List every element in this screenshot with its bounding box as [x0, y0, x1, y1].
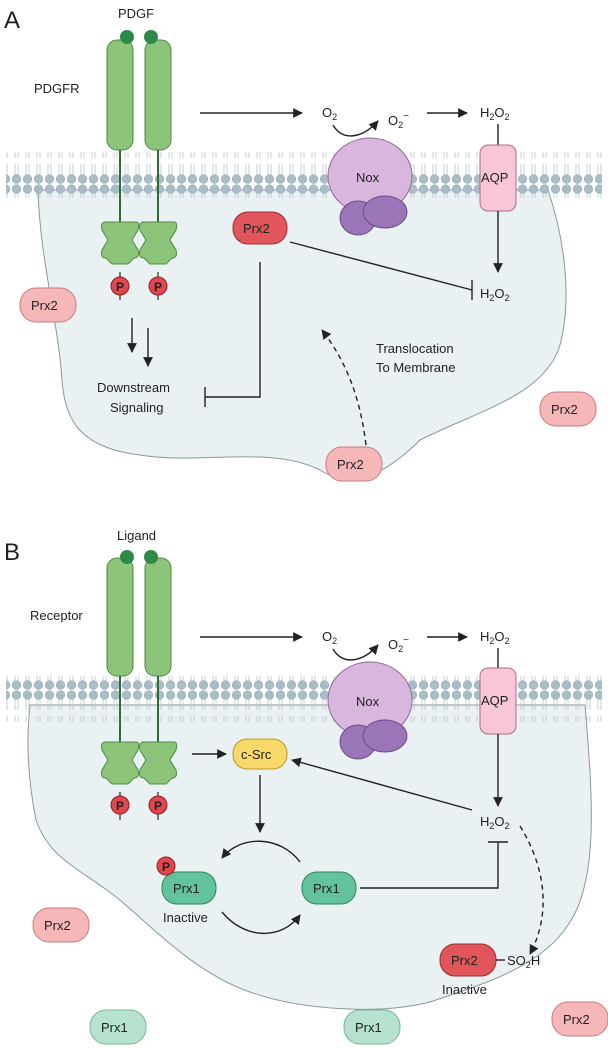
svg-text:Prx2: Prx2	[551, 402, 578, 417]
prx2-corner-b: Prx2	[551, 1001, 608, 1037]
prx1-bottom-left: Prx1	[89, 1009, 147, 1045]
panel-b-letter: B	[4, 539, 20, 566]
translocation-line2: To Membrane	[376, 360, 455, 375]
ligand-dot-right	[144, 30, 158, 44]
superoxide-label-a: O2−	[388, 111, 409, 130]
svg-text:Prx2: Prx2	[451, 953, 478, 968]
prx2-sulfinic: Prx2	[439, 943, 497, 977]
panel-a-letter: A	[4, 7, 20, 34]
svg-text:Prx2: Prx2	[243, 221, 270, 236]
panel-b: B Ligand Receptor P P O2	[4, 528, 608, 1045]
h2o2-top-b: H2O2	[480, 629, 510, 646]
prx1-active: Prx1	[301, 871, 357, 905]
prx2-left-b: Prx2	[32, 907, 90, 943]
phospho-b-left: P	[110, 795, 130, 815]
svg-text:Nox: Nox	[356, 170, 380, 185]
o2-label-a: O2	[322, 105, 337, 122]
svg-text:Prx1: Prx1	[101, 1020, 128, 1035]
svg-text:Prx1: Prx1	[313, 881, 340, 896]
prx2-right-a: Prx2	[539, 391, 597, 427]
phospho-a-right: P	[148, 276, 168, 296]
phospho-a-left: P	[110, 276, 130, 296]
aqp-a: AQP	[479, 144, 517, 212]
panel-a: A PDGF PDGFR P P	[4, 6, 602, 482]
superoxide-label-b: O2−	[388, 635, 409, 654]
ligand-dot-left	[120, 30, 134, 44]
svg-text:Prx2: Prx2	[563, 1012, 590, 1027]
svg-text:Prx1: Prx1	[355, 1020, 382, 1035]
prx2-membrane-a: Prx2	[232, 211, 288, 245]
svg-text:Prx2: Prx2	[31, 298, 58, 313]
svg-text:c-Src: c-Src	[241, 747, 272, 762]
prx2-left-a: Prx2	[19, 287, 77, 323]
phospho-b-right: P	[148, 795, 168, 815]
svg-text:Nox: Nox	[356, 694, 380, 709]
receptor-label-b: Receptor	[30, 608, 83, 623]
prx2-inactive-label: Inactive	[442, 982, 487, 997]
ligand-dot-b-right	[144, 550, 158, 564]
svg-text:P: P	[162, 860, 170, 874]
svg-text:Prx2: Prx2	[44, 918, 71, 933]
cell-a	[37, 189, 567, 480]
receptor-b	[101, 557, 178, 820]
h2o2-inside-a: H2O2	[480, 286, 510, 303]
aqp-b: AQP	[479, 667, 517, 735]
csrc: c-Src	[232, 738, 288, 770]
prx1-inactive-label: Inactive	[163, 910, 208, 925]
translocation-line1: Translocation	[376, 341, 454, 356]
receptor-label-a: PDGFR	[34, 81, 80, 96]
svg-text:P: P	[154, 280, 162, 294]
downstream-line2: Signaling	[110, 400, 164, 415]
svg-text:P: P	[154, 799, 162, 813]
h2o2-inside-b: H2O2	[480, 814, 510, 831]
svg-text:P: P	[116, 799, 124, 813]
downstream-line1: Downstream	[97, 380, 170, 395]
prx1-bottom-mid: Prx1	[343, 1009, 401, 1045]
phospho-prx1: P	[156, 856, 176, 876]
ligand-label-b: Ligand	[117, 528, 156, 543]
o2-label-b: O2	[322, 629, 337, 646]
prx1-inactive: Prx1	[161, 871, 217, 905]
ligand-dot-b-left	[120, 550, 134, 564]
svg-text:AQP: AQP	[481, 170, 508, 185]
so2h-label: SO2H	[507, 953, 540, 970]
h2o2-top-a: H2O2	[480, 105, 510, 122]
svg-text:Prx2: Prx2	[337, 457, 364, 472]
svg-text:AQP: AQP	[481, 693, 508, 708]
prx2-bottom-a: Prx2	[325, 446, 383, 482]
nox-a: Nox	[327, 137, 413, 236]
svg-text:P: P	[116, 280, 124, 294]
nox-b: Nox	[327, 661, 413, 760]
ligand-label-a: PDGF	[118, 6, 154, 21]
svg-text:Prx1: Prx1	[173, 881, 200, 896]
receptor-pdgfr	[101, 39, 178, 300]
